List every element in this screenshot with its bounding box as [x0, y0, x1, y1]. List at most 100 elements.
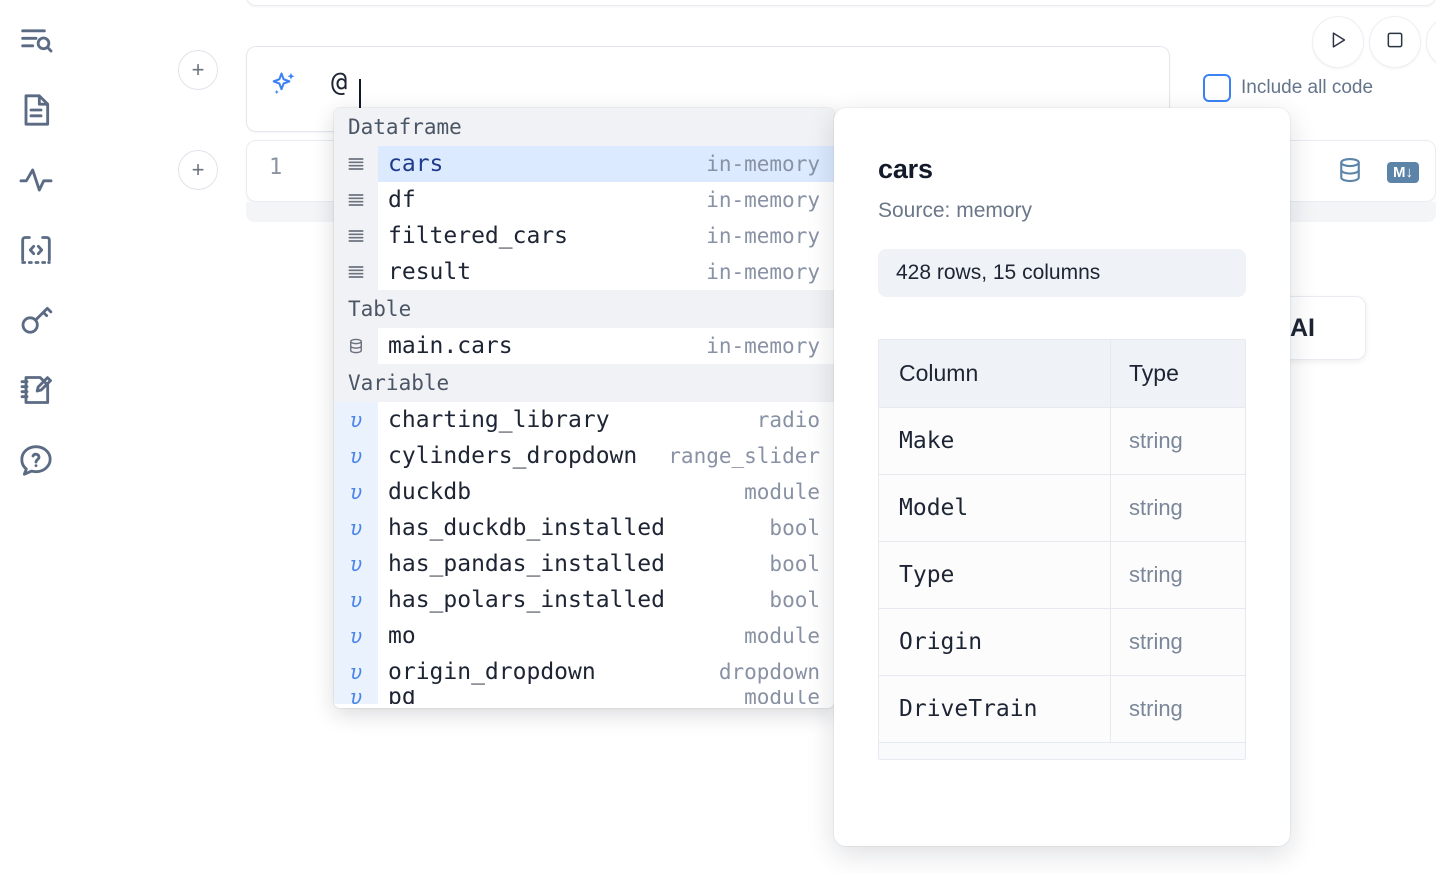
notebook-pencil-icon	[16, 370, 56, 410]
column-type: string	[1129, 562, 1183, 587]
upsilon-icon: υ	[334, 510, 378, 546]
upsilon-icon: υ	[334, 402, 378, 438]
autocomplete-item-charting-library[interactable]: υ charting_library radio	[334, 402, 834, 438]
autocomplete-item-type: in-memory	[706, 260, 820, 284]
run-button[interactable]	[1312, 16, 1364, 68]
markdown-badge[interactable]: M↓	[1387, 162, 1419, 183]
autocomplete-item-filtered-cars[interactable]: filtered_cars in-memory	[334, 218, 834, 254]
sidebar-item-scratchpad[interactable]	[12, 366, 60, 414]
upsilon-icon: υ	[334, 438, 378, 474]
autocomplete-item-name: origin_dropdown	[388, 659, 596, 685]
sidebar-item-help[interactable]	[12, 436, 60, 484]
database-icon	[334, 328, 378, 364]
upsilon-icon: υ	[334, 654, 378, 690]
upsilon-icon: υ	[334, 690, 378, 704]
add-cell-above-button[interactable]: +	[178, 50, 218, 90]
table-row	[879, 743, 1245, 759]
column-name: Make	[879, 408, 1111, 474]
autocomplete-item-name: has_duckdb_installed	[388, 515, 665, 541]
autocomplete-item-type: in-memory	[706, 188, 820, 212]
icon-rail	[0, 0, 72, 874]
include-all-code-label: Include all code	[1241, 77, 1374, 98]
ai-sparkle-icon	[269, 69, 299, 99]
autocomplete-item-type: in-memory	[706, 152, 820, 176]
activity-pulse-icon	[16, 160, 56, 200]
autocomplete-item-name: duckdb	[388, 479, 472, 505]
table-row: Make string	[879, 408, 1245, 475]
ai-prompt-value: @	[331, 67, 347, 98]
detail-columns-table: Column Type Make string Model string Typ…	[878, 339, 1246, 760]
column-type: string	[1129, 495, 1183, 520]
autocomplete-item-result[interactable]: result in-memory	[334, 254, 834, 290]
autocomplete-item-duckdb[interactable]: υ duckdb module	[334, 474, 834, 510]
autocomplete-item-type: radio	[756, 408, 820, 432]
database-icon[interactable]	[1335, 155, 1365, 190]
autocomplete-group-header: Variable	[334, 364, 834, 402]
column-name: Origin	[879, 609, 1111, 675]
autocomplete-item-has-polars-installed[interactable]: υ has_polars_installed bool	[334, 582, 834, 618]
detail-source: Source: memory	[878, 199, 1033, 222]
autocomplete-item-main-cars[interactable]: main.cars in-memory	[334, 328, 834, 364]
stop-button[interactable]	[1369, 16, 1421, 68]
autocomplete-item-name: charting_library	[388, 407, 610, 433]
autocomplete-dropdown[interactable]: Dataframe cars in-memory df in-memory	[334, 108, 834, 708]
text-caret	[359, 79, 361, 113]
autocomplete-item-type: dropdown	[718, 660, 820, 684]
sidebar-item-secrets[interactable]	[12, 296, 60, 344]
autocomplete-item-has-duckdb-installed[interactable]: υ has_duckdb_installed bool	[334, 510, 834, 546]
upsilon-icon: υ	[334, 618, 378, 654]
dataframe-rows-icon	[334, 146, 378, 182]
autocomplete-item-name: cylinders_dropdown	[388, 443, 638, 469]
table-row: Origin string	[879, 609, 1245, 676]
autocomplete-item-type: bool	[769, 516, 820, 540]
chat-question-icon	[16, 440, 56, 480]
table-row: Type string	[879, 542, 1245, 609]
key-icon	[16, 300, 56, 340]
add-cell-below-button[interactable]: +	[178, 150, 218, 190]
upsilon-icon: υ	[334, 582, 378, 618]
upsilon-icon: υ	[334, 546, 378, 582]
sidebar-item-activity[interactable]	[12, 156, 60, 204]
code-brackets-icon	[16, 230, 56, 270]
autocomplete-item-has-pandas-installed[interactable]: υ has_pandas_installed bool	[334, 546, 834, 582]
column-name: Type	[879, 542, 1111, 608]
column-header-column: Column	[879, 340, 1111, 407]
sidebar-item-notebook[interactable]	[12, 86, 60, 134]
play-icon	[1327, 29, 1349, 56]
autocomplete-item-df[interactable]: df in-memory	[334, 182, 834, 218]
upsilon-icon: υ	[334, 474, 378, 510]
autocomplete-item-type: module	[744, 624, 820, 648]
column-type: string	[1129, 428, 1183, 453]
autocomplete-item-name: main.cars	[388, 333, 513, 359]
cell-action-icons: M↓	[1335, 155, 1419, 190]
column-type: string	[1129, 696, 1183, 721]
autocomplete-group-header: Table	[334, 290, 834, 328]
column-name: Model	[879, 475, 1111, 541]
sidebar-item-snippets[interactable]	[12, 226, 60, 274]
square-stop-icon	[1385, 30, 1405, 55]
dataframe-detail-panel: cars Source: memory 428 rows, 15 columns…	[834, 108, 1290, 846]
column-name: DriveTrain	[879, 676, 1111, 742]
autocomplete-item-type: module	[744, 690, 820, 704]
previous-cell	[246, 0, 1436, 6]
sidebar-item-explore[interactable]	[12, 16, 60, 64]
autocomplete-item-name: filtered_cars	[388, 223, 569, 249]
autocomplete-item-name: df	[388, 187, 416, 213]
include-all-code-checkbox[interactable]	[1203, 74, 1231, 102]
autocomplete-item-type: module	[744, 480, 820, 504]
autocomplete-item-origin-dropdown[interactable]: υ origin_dropdown dropdown	[334, 654, 834, 690]
dataframe-rows-icon	[334, 182, 378, 218]
autocomplete-item-type: bool	[769, 588, 820, 612]
column-type: string	[1129, 629, 1183, 654]
autocomplete-item-cars[interactable]: cars in-memory	[334, 146, 834, 182]
autocomplete-item-name: has_polars_installed	[388, 587, 665, 613]
autocomplete-item-mo[interactable]: υ mo module	[334, 618, 834, 654]
dataframe-rows-icon	[334, 254, 378, 290]
autocomplete-item-pd[interactable]: υ pd module	[334, 690, 834, 704]
autocomplete-item-type: in-memory	[706, 334, 820, 358]
autocomplete-item-cylinders-dropdown[interactable]: υ cylinders_dropdown range_slider	[334, 438, 834, 474]
more-actions-button[interactable]	[1426, 16, 1436, 68]
include-all-code-row[interactable]: Include all code	[1203, 74, 1373, 102]
autocomplete-group-header: Dataframe	[334, 108, 834, 146]
